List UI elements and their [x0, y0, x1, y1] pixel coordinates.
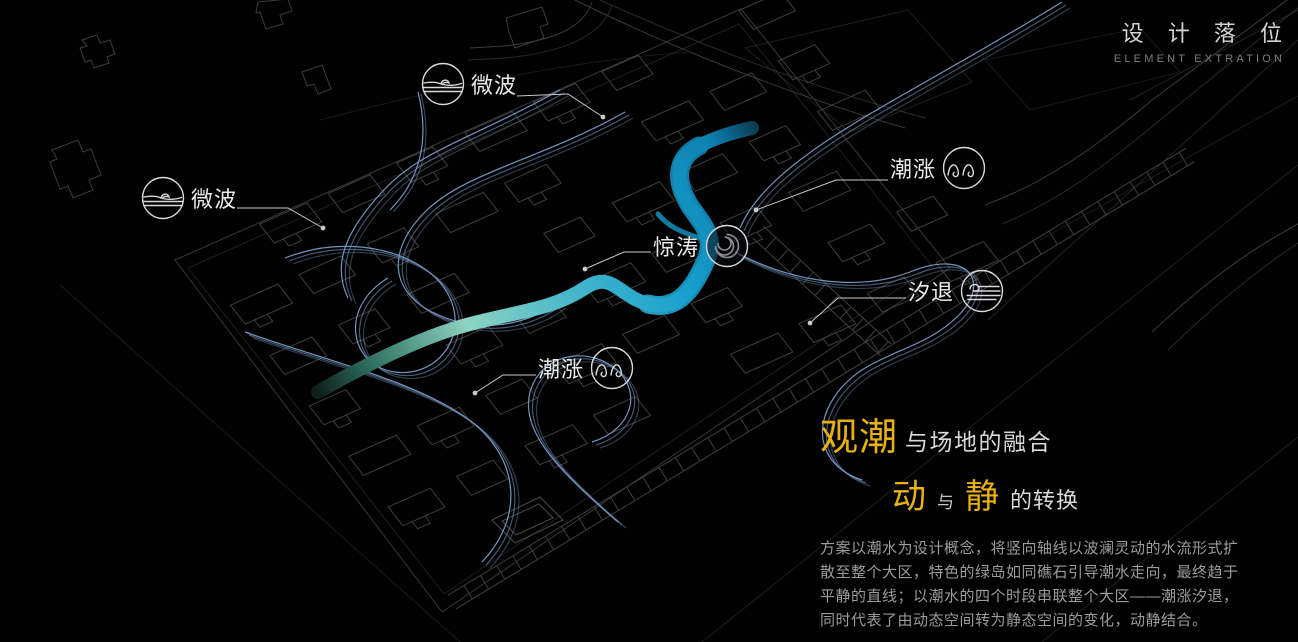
paragraph-line: 平静的直线；以潮水的四个时段串联整个大区——潮涨汐退， — [820, 588, 1239, 605]
label-jingtao: 惊涛 — [653, 224, 749, 268]
label-text: 微波 — [191, 187, 238, 212]
gentle-ripple-icon — [141, 176, 185, 220]
stream-lines — [244, 1, 1071, 569]
paragraph-line: 方案以潮水为设计概念，将竖向轴线以波澜灵动的水流形式扩 — [820, 540, 1239, 557]
surging-wave-swirl-icon — [705, 224, 749, 268]
label-weibo-left: 微波 — [141, 176, 237, 220]
headline: 观潮 与场地的融合 — [820, 406, 1239, 461]
rising-tide-icon — [942, 146, 986, 190]
caption-block: 观潮 与场地的融合 动 与 静 的转换 方案以潮水为设计概念，将竖向轴线以波澜灵… — [820, 406, 1239, 633]
paragraph-line: 同时代表了由动态空间转为静态空间的变化，动静结合。 — [820, 612, 1208, 629]
context-roads — [59, 0, 1298, 642]
subheadline-accent-2: 静 — [965, 478, 999, 516]
leader-lines — [237, 93, 906, 396]
label-text: 潮涨 — [538, 357, 585, 382]
paragraph-line: 散至整个大区，特色的绿岛如同礁石引导潮水走向，最终趋于 — [820, 564, 1239, 581]
label-chaozhang-bottom: 潮涨 — [538, 346, 634, 390]
label-text: 微波 — [471, 73, 518, 98]
title-chinese: 设 计 落 位 — [1121, 21, 1291, 46]
building-grid — [229, 0, 999, 530]
headline-accent: 观潮 — [820, 417, 899, 459]
title-english: ELEMENT EXTRATION — [1113, 53, 1286, 65]
subheadline-accent-1: 动 — [892, 478, 926, 516]
subheadline-mid: 与 — [937, 493, 954, 512]
page-title: 设 计 落 位 ELEMENT EXTRATION — [1114, 16, 1282, 65]
gentle-ripple-icon — [421, 62, 465, 106]
tidal-river-ribbon — [311, 121, 759, 399]
headline-rest: 与场地的融合 — [905, 429, 1053, 455]
label-text: 惊涛 — [653, 235, 700, 260]
context-footprints — [49, 0, 549, 199]
rising-tide-icon — [590, 346, 634, 390]
subheadline-rest: 的转换 — [1010, 488, 1080, 513]
label-weibo-top: 微波 — [421, 62, 517, 106]
label-text: 汐退 — [908, 280, 955, 305]
label-xitui: 汐退 — [908, 269, 1004, 313]
receding-tide-icon — [960, 269, 1004, 313]
description-paragraph: 方案以潮水为设计概念，将竖向轴线以波澜灵动的水流形式扩 散至整个大区，特色的绿岛… — [820, 537, 1239, 633]
subheadline: 动 与 静 的转换 — [892, 469, 1239, 518]
label-chaozhang-right: 潮涨 — [890, 146, 986, 190]
label-text: 潮涨 — [890, 157, 937, 182]
leader-dots — [320, 114, 813, 396]
